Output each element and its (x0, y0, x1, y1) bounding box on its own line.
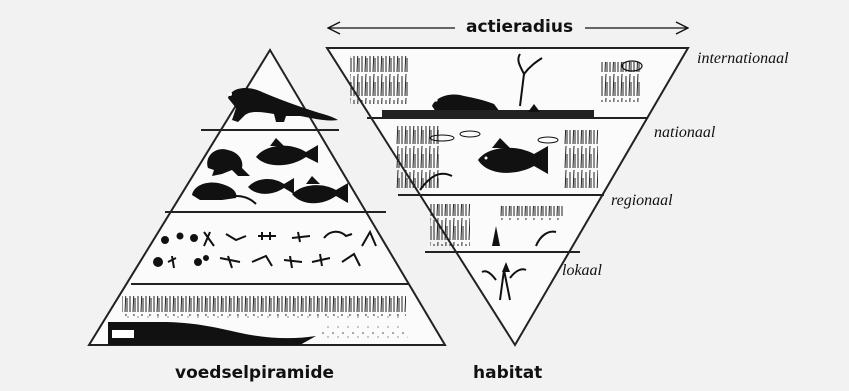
range-label: actieradius (466, 17, 573, 37)
level-label-local: lokaal (562, 262, 602, 280)
food-pyramid-label: voedselpiramide (175, 363, 334, 383)
level-label-regional: regionaal (611, 192, 673, 210)
habitat-label: habitat (473, 363, 542, 383)
level-label-international: internationaal (697, 50, 789, 68)
level-label-national: nationaal (654, 124, 715, 142)
